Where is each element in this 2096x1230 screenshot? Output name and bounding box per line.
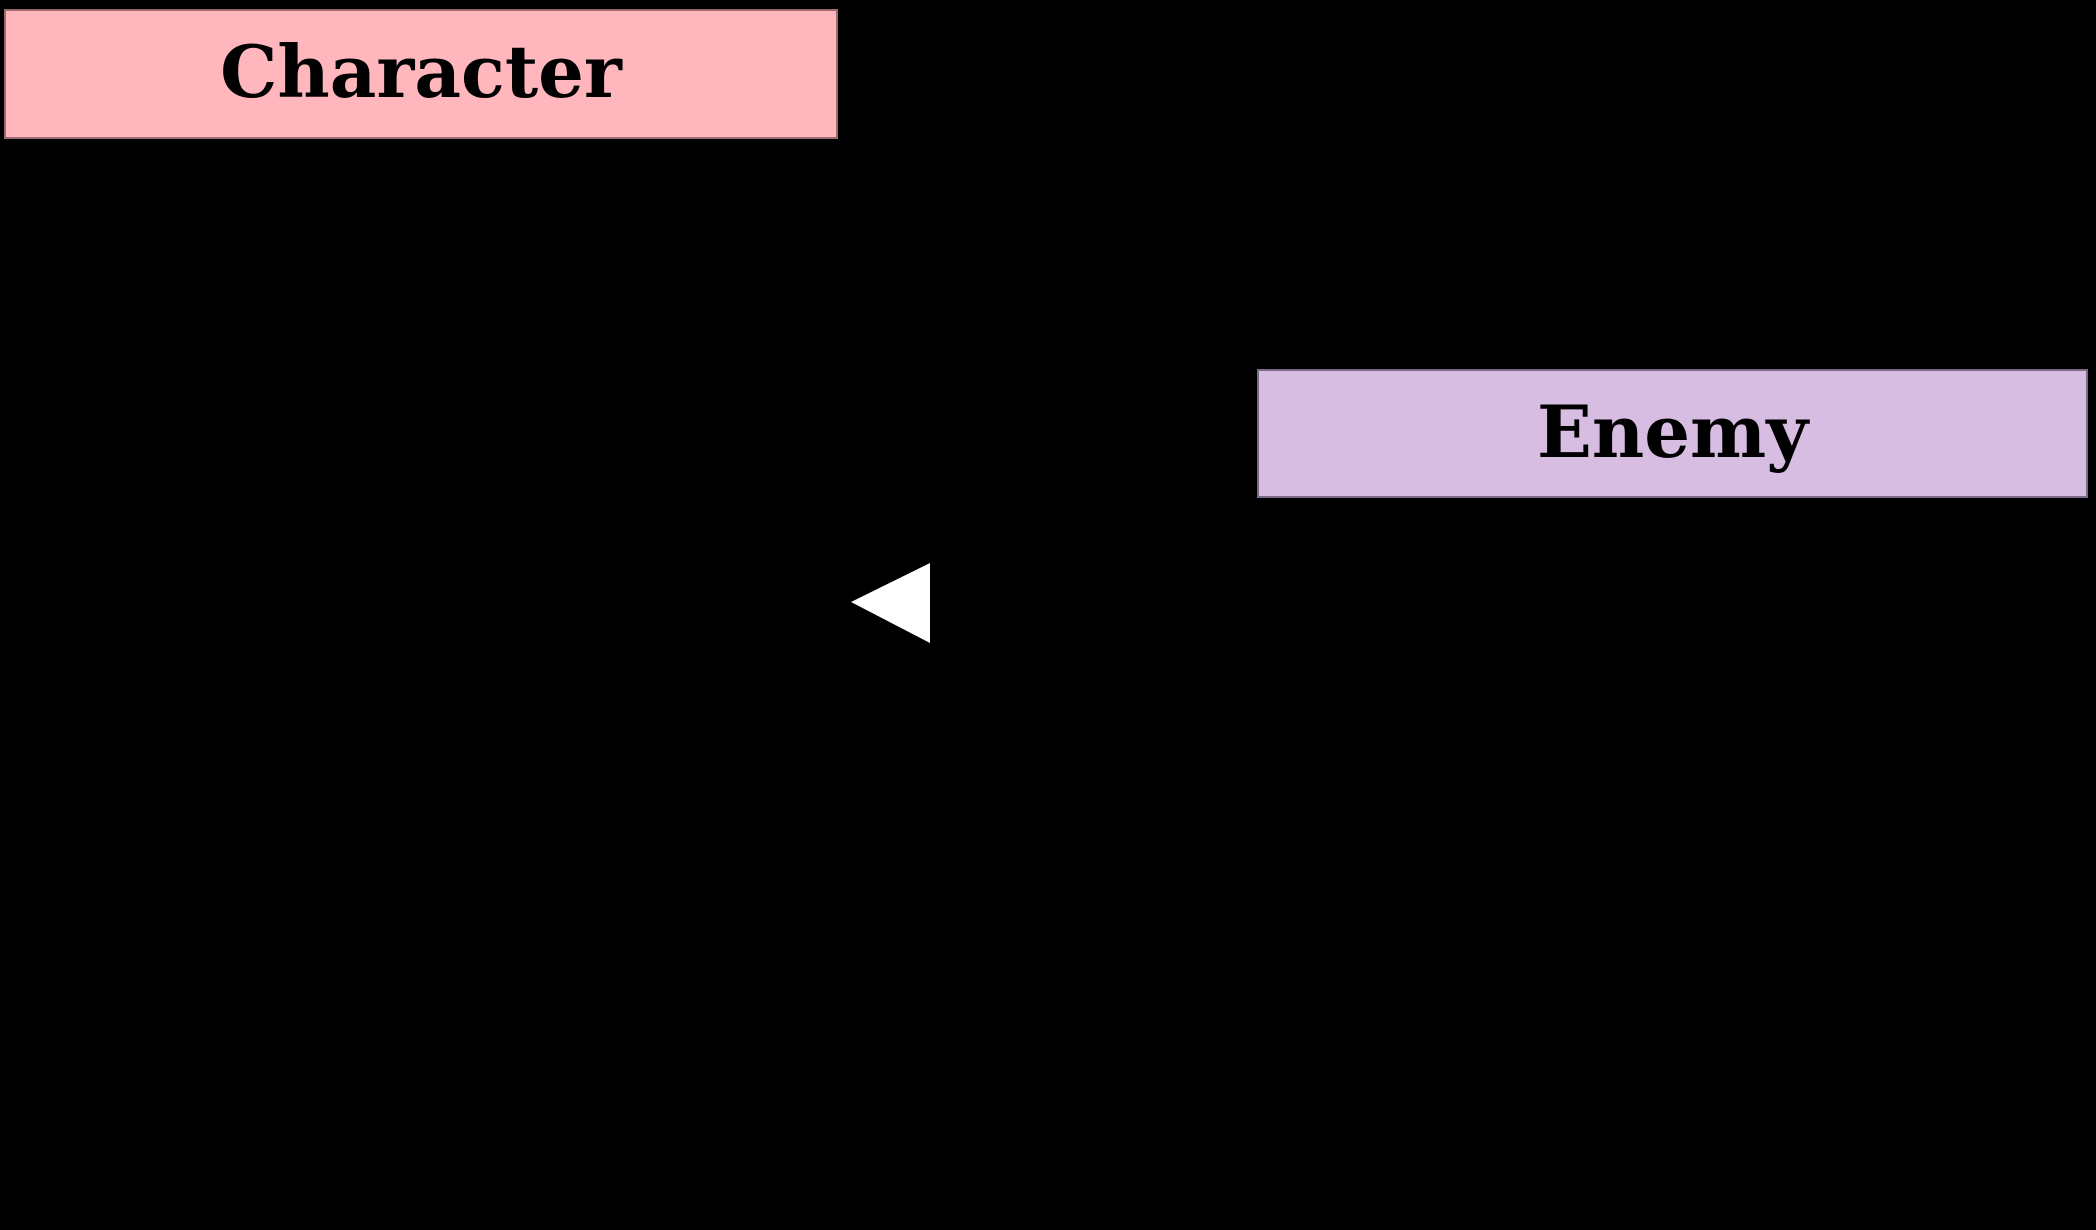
class-title-enemy: Enemy [1536,388,1809,474]
class-node-enemy: Enemy [1257,369,2088,498]
arrowhead-triangle-icon [851,563,930,643]
class-title-character: Character [220,29,622,114]
class-node-character: Character [4,9,838,139]
